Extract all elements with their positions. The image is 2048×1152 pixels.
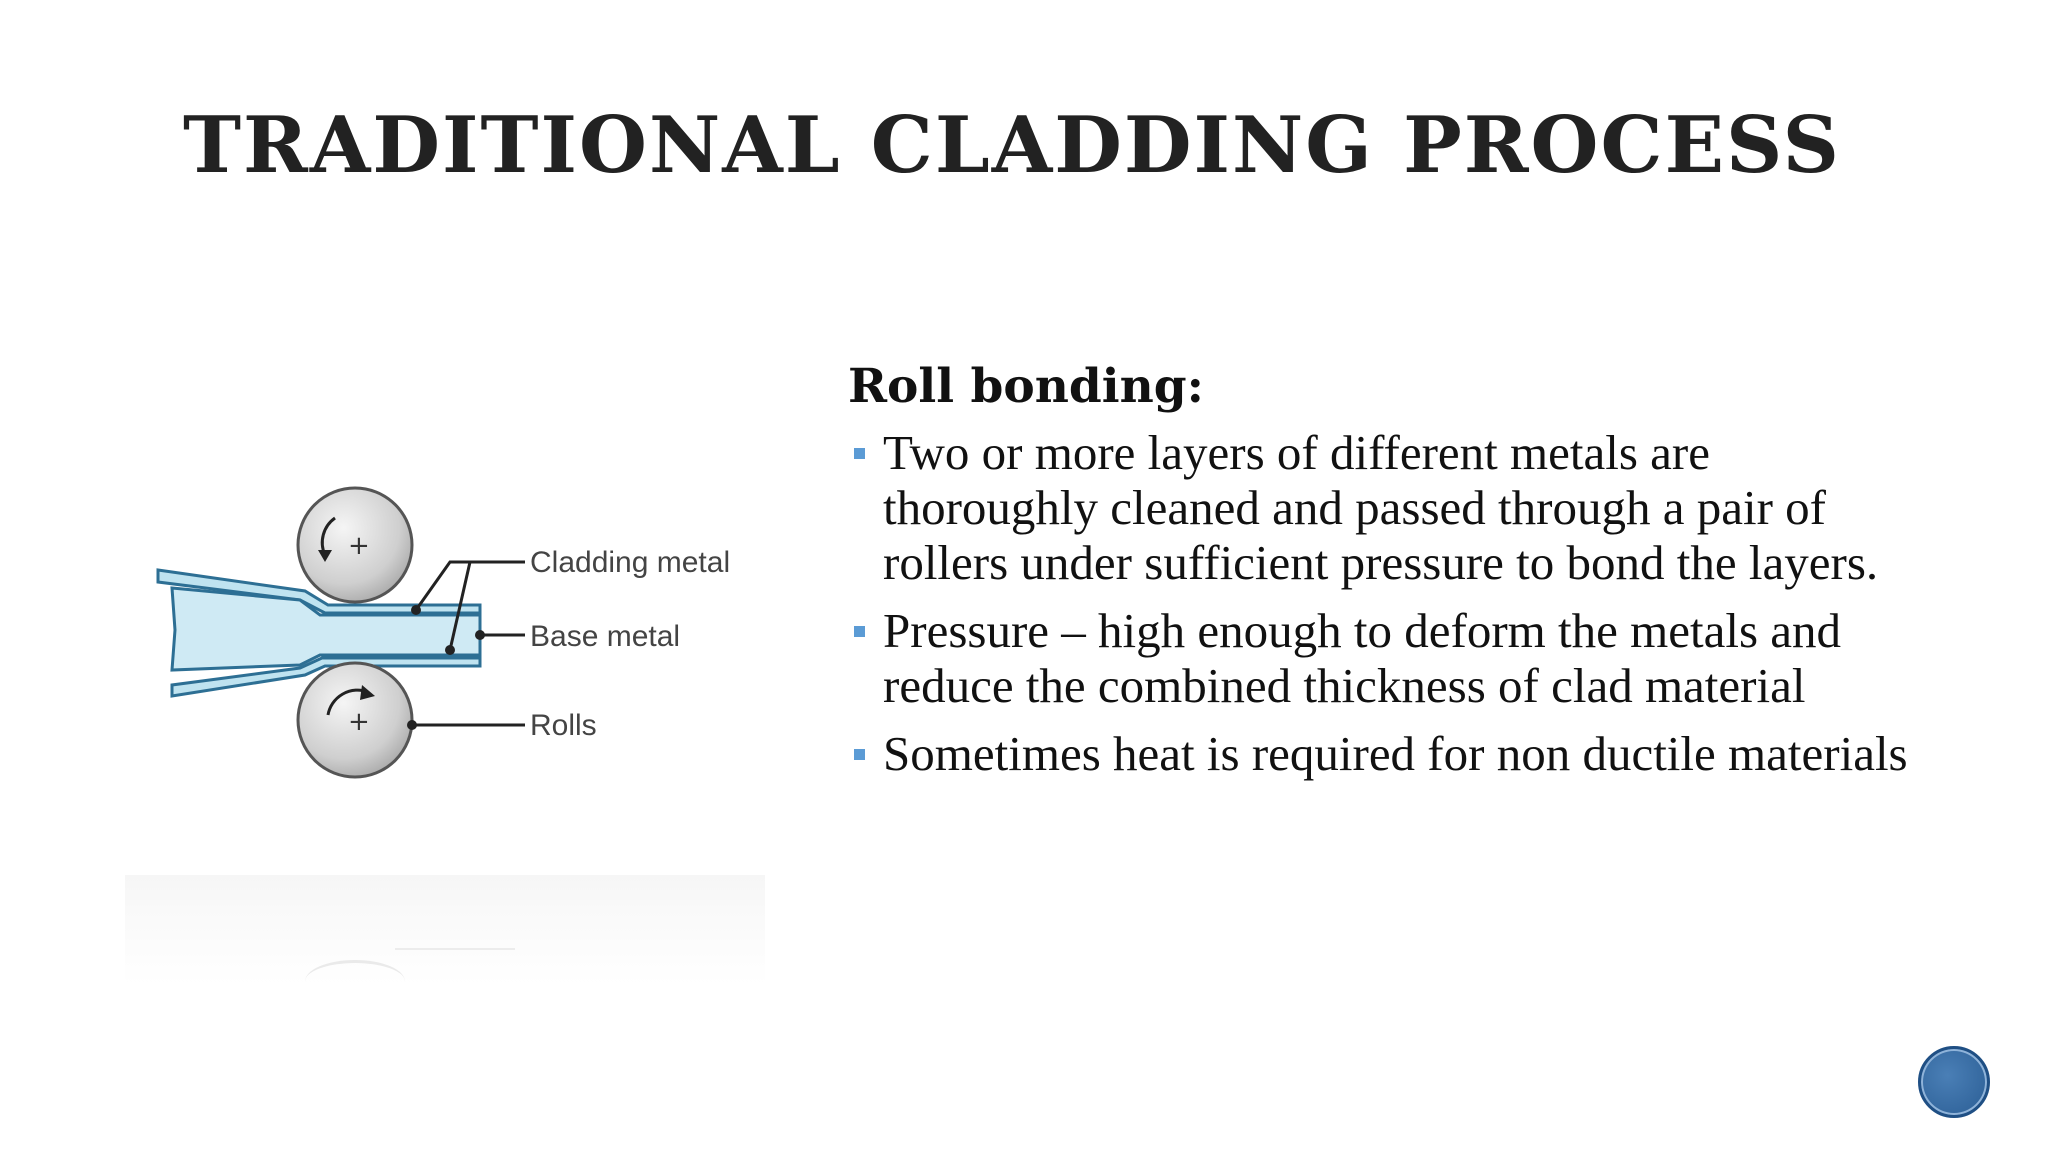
bullet-list: Two or more layers of different metals a…	[848, 425, 1908, 781]
bottom-roll-center-icon: +	[348, 707, 370, 737]
diagram-reflection	[125, 875, 765, 985]
bullet-text: Pressure – high enough to deform the met…	[883, 603, 1842, 713]
bullet-item: Pressure – high enough to deform the met…	[848, 603, 1908, 713]
top-roll	[296, 486, 414, 604]
roll-bonding-diagram: + + Cladding metal Base metal Rolls	[156, 486, 730, 779]
section-heading: Roll bonding:	[848, 359, 1204, 414]
top-roll-center-icon: +	[348, 531, 370, 561]
rolls-leader-dot	[407, 720, 417, 730]
label-base-metal: Base metal	[530, 620, 680, 653]
bottom-roll-arrowhead-icon	[360, 685, 375, 700]
bullet-item: Sometimes heat is required for non ducti…	[848, 726, 1908, 781]
bullet-text: Sometimes heat is required for non ducti…	[883, 726, 1908, 781]
diagram-reflection-line	[395, 948, 515, 950]
bullet-text: Two or more layers of different metals a…	[883, 425, 1879, 590]
bullet-square-icon	[854, 749, 865, 760]
cladding-leader-dot-2	[445, 645, 455, 655]
bullet-square-icon	[854, 626, 865, 637]
slide-nav-button[interactable]	[1918, 1046, 1990, 1118]
base-leader-dot	[475, 630, 485, 640]
content-panel: Roll bonding: Two or more layers of diff…	[848, 355, 1908, 794]
bullet-square-icon	[854, 448, 865, 459]
cladding-leader-line	[414, 560, 525, 611]
slide-title: TRADITIONAL CLADDING PROCESS	[183, 100, 1841, 191]
diagram-reflection-roll	[305, 960, 405, 1003]
label-cladding-metal: Cladding metal	[530, 546, 730, 579]
top-roll-arrowhead-icon	[318, 550, 332, 562]
label-rolls: Rolls	[530, 709, 597, 742]
bottom-cladding-sheet	[170, 656, 482, 698]
top-cladding-sheet	[156, 568, 482, 615]
cladding-leader-line-2	[448, 561, 472, 651]
cladding-leader-dot	[411, 605, 421, 615]
base-metal-sheet	[170, 586, 482, 672]
bullet-item: Two or more layers of different metals a…	[848, 425, 1908, 590]
